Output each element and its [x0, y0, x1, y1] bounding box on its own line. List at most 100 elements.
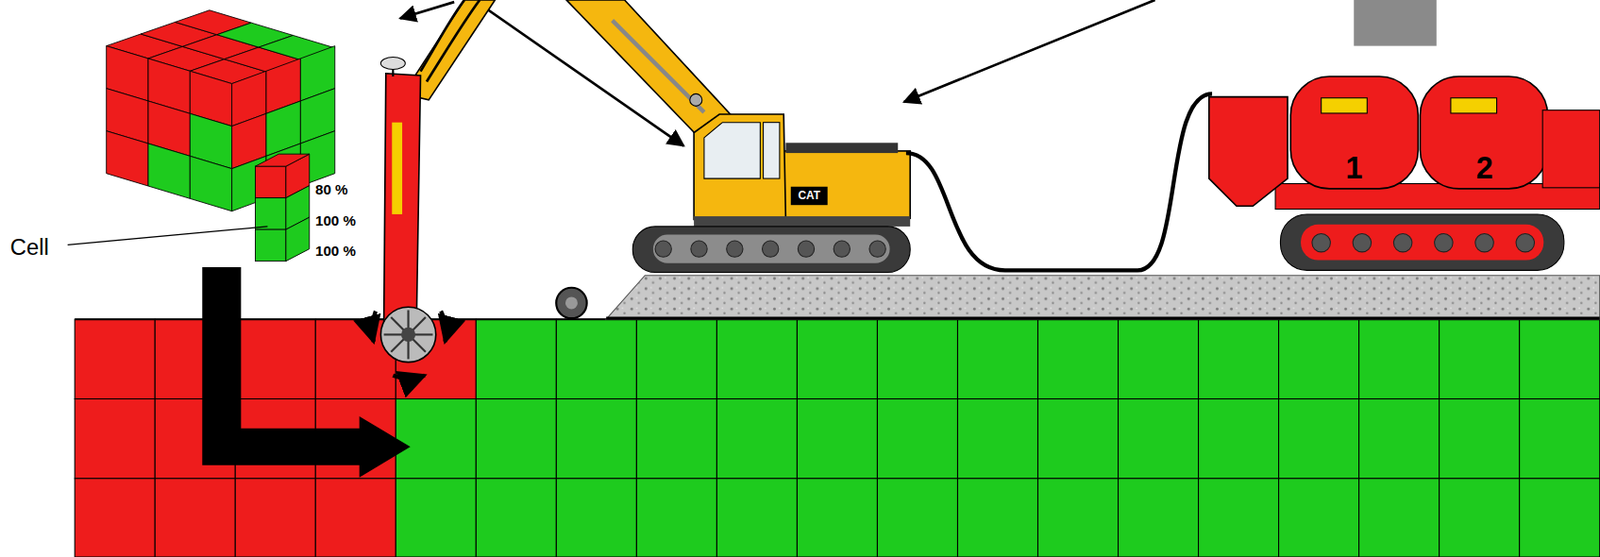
ground-cell — [555, 319, 637, 399]
ground-cell — [74, 319, 155, 399]
ground-cell — [1359, 478, 1440, 557]
track-roller — [1475, 233, 1494, 252]
ground-cell — [475, 399, 556, 479]
percentage-label: 100 % — [315, 243, 356, 258]
engine-housing — [775, 151, 911, 219]
track-frame — [653, 235, 891, 264]
track-roller — [1312, 233, 1331, 252]
ground-cell — [1279, 319, 1360, 399]
track-roller — [797, 240, 814, 257]
percentage-label: 100 % — [315, 213, 356, 228]
ground-cell — [1198, 319, 1280, 399]
callout-arrow — [904, 0, 1156, 102]
ground-cell — [555, 478, 637, 557]
track-roller — [869, 240, 886, 257]
gravel-pad — [606, 275, 1600, 320]
ground-cell — [1439, 478, 1520, 557]
ground-cell — [1118, 478, 1199, 557]
hydraulic-hose — [421, 0, 481, 82]
brand-logo: CAT — [797, 190, 821, 203]
ground-cell — [395, 399, 476, 479]
feed-hose — [906, 93, 1213, 270]
ground-cell — [1439, 319, 1520, 399]
ground-cell — [1359, 399, 1440, 479]
ground-cell — [876, 478, 958, 557]
ground-cell — [1519, 478, 1600, 557]
cube-cell — [189, 155, 232, 211]
cab — [693, 114, 786, 219]
ground-cell — [1118, 399, 1199, 479]
track-roller — [655, 240, 672, 257]
ground-cell — [235, 478, 316, 557]
cell-front — [254, 166, 286, 198]
ground-cell — [957, 319, 1038, 399]
ground-cell — [957, 399, 1038, 479]
mulcher-body — [384, 73, 422, 325]
ground-cell — [315, 478, 396, 557]
track-roller — [762, 240, 779, 257]
cab-window — [704, 122, 760, 179]
ground-cell — [716, 319, 797, 399]
direction-arrow — [202, 267, 410, 478]
ground-cell — [796, 478, 877, 557]
ground-cell — [1038, 478, 1119, 557]
boom-cylinder — [612, 20, 705, 113]
rotation-arrow — [371, 311, 376, 342]
direction-arrow — [202, 267, 410, 478]
cube-cell — [106, 131, 149, 186]
logo-patch — [791, 186, 828, 205]
ground-cell — [555, 399, 637, 479]
engine-box — [1542, 110, 1600, 188]
gps-antenna — [380, 57, 405, 70]
ground-cell — [876, 399, 958, 479]
ground-cell — [796, 319, 877, 399]
track-roller — [1393, 233, 1412, 252]
track-frame — [1300, 224, 1544, 261]
ground-cell — [395, 478, 476, 557]
track-roller — [1352, 233, 1371, 252]
roller-hub — [565, 296, 578, 309]
ground-cell — [1519, 319, 1600, 399]
rotor-hub — [401, 327, 416, 342]
rotation-arrow — [392, 375, 424, 379]
pin — [690, 93, 703, 106]
rotation-arrow — [440, 311, 447, 342]
cell-label: Cell — [10, 235, 50, 259]
ground-cell — [1118, 319, 1199, 399]
gravel-pad — [606, 275, 1600, 320]
ground-cell — [876, 319, 958, 399]
cube-front — [106, 46, 233, 212]
track-roller — [726, 240, 743, 257]
leader-line — [67, 226, 269, 245]
tank-number: 2 — [1476, 152, 1494, 184]
ground-cell — [1198, 478, 1280, 557]
ground-cell — [1198, 399, 1280, 479]
ground-cell — [74, 478, 155, 557]
ground-cell — [796, 399, 877, 479]
feed-hose — [906, 93, 1213, 270]
decal — [1450, 98, 1498, 114]
mulcher-decal — [391, 122, 403, 215]
ground-cell — [636, 319, 717, 399]
track-roller — [690, 240, 708, 257]
ground-cell — [475, 478, 556, 557]
roller — [555, 287, 587, 319]
decal — [1321, 98, 1368, 114]
ground-cell — [957, 478, 1038, 557]
track — [1280, 214, 1564, 270]
ground-cell — [1359, 319, 1440, 399]
ground-line — [606, 317, 1600, 320]
ground-cell — [636, 478, 717, 557]
mulcher — [371, 57, 447, 379]
tank-number: 1 — [1345, 152, 1363, 184]
ground-cell — [1439, 399, 1520, 479]
cell-front — [254, 198, 286, 230]
grey-box — [1353, 0, 1437, 47]
ground-cell — [154, 478, 236, 557]
tank — [1290, 76, 1418, 189]
cell-stack — [67, 153, 310, 261]
roller-wheel — [555, 287, 587, 319]
cube-cell — [148, 143, 190, 199]
